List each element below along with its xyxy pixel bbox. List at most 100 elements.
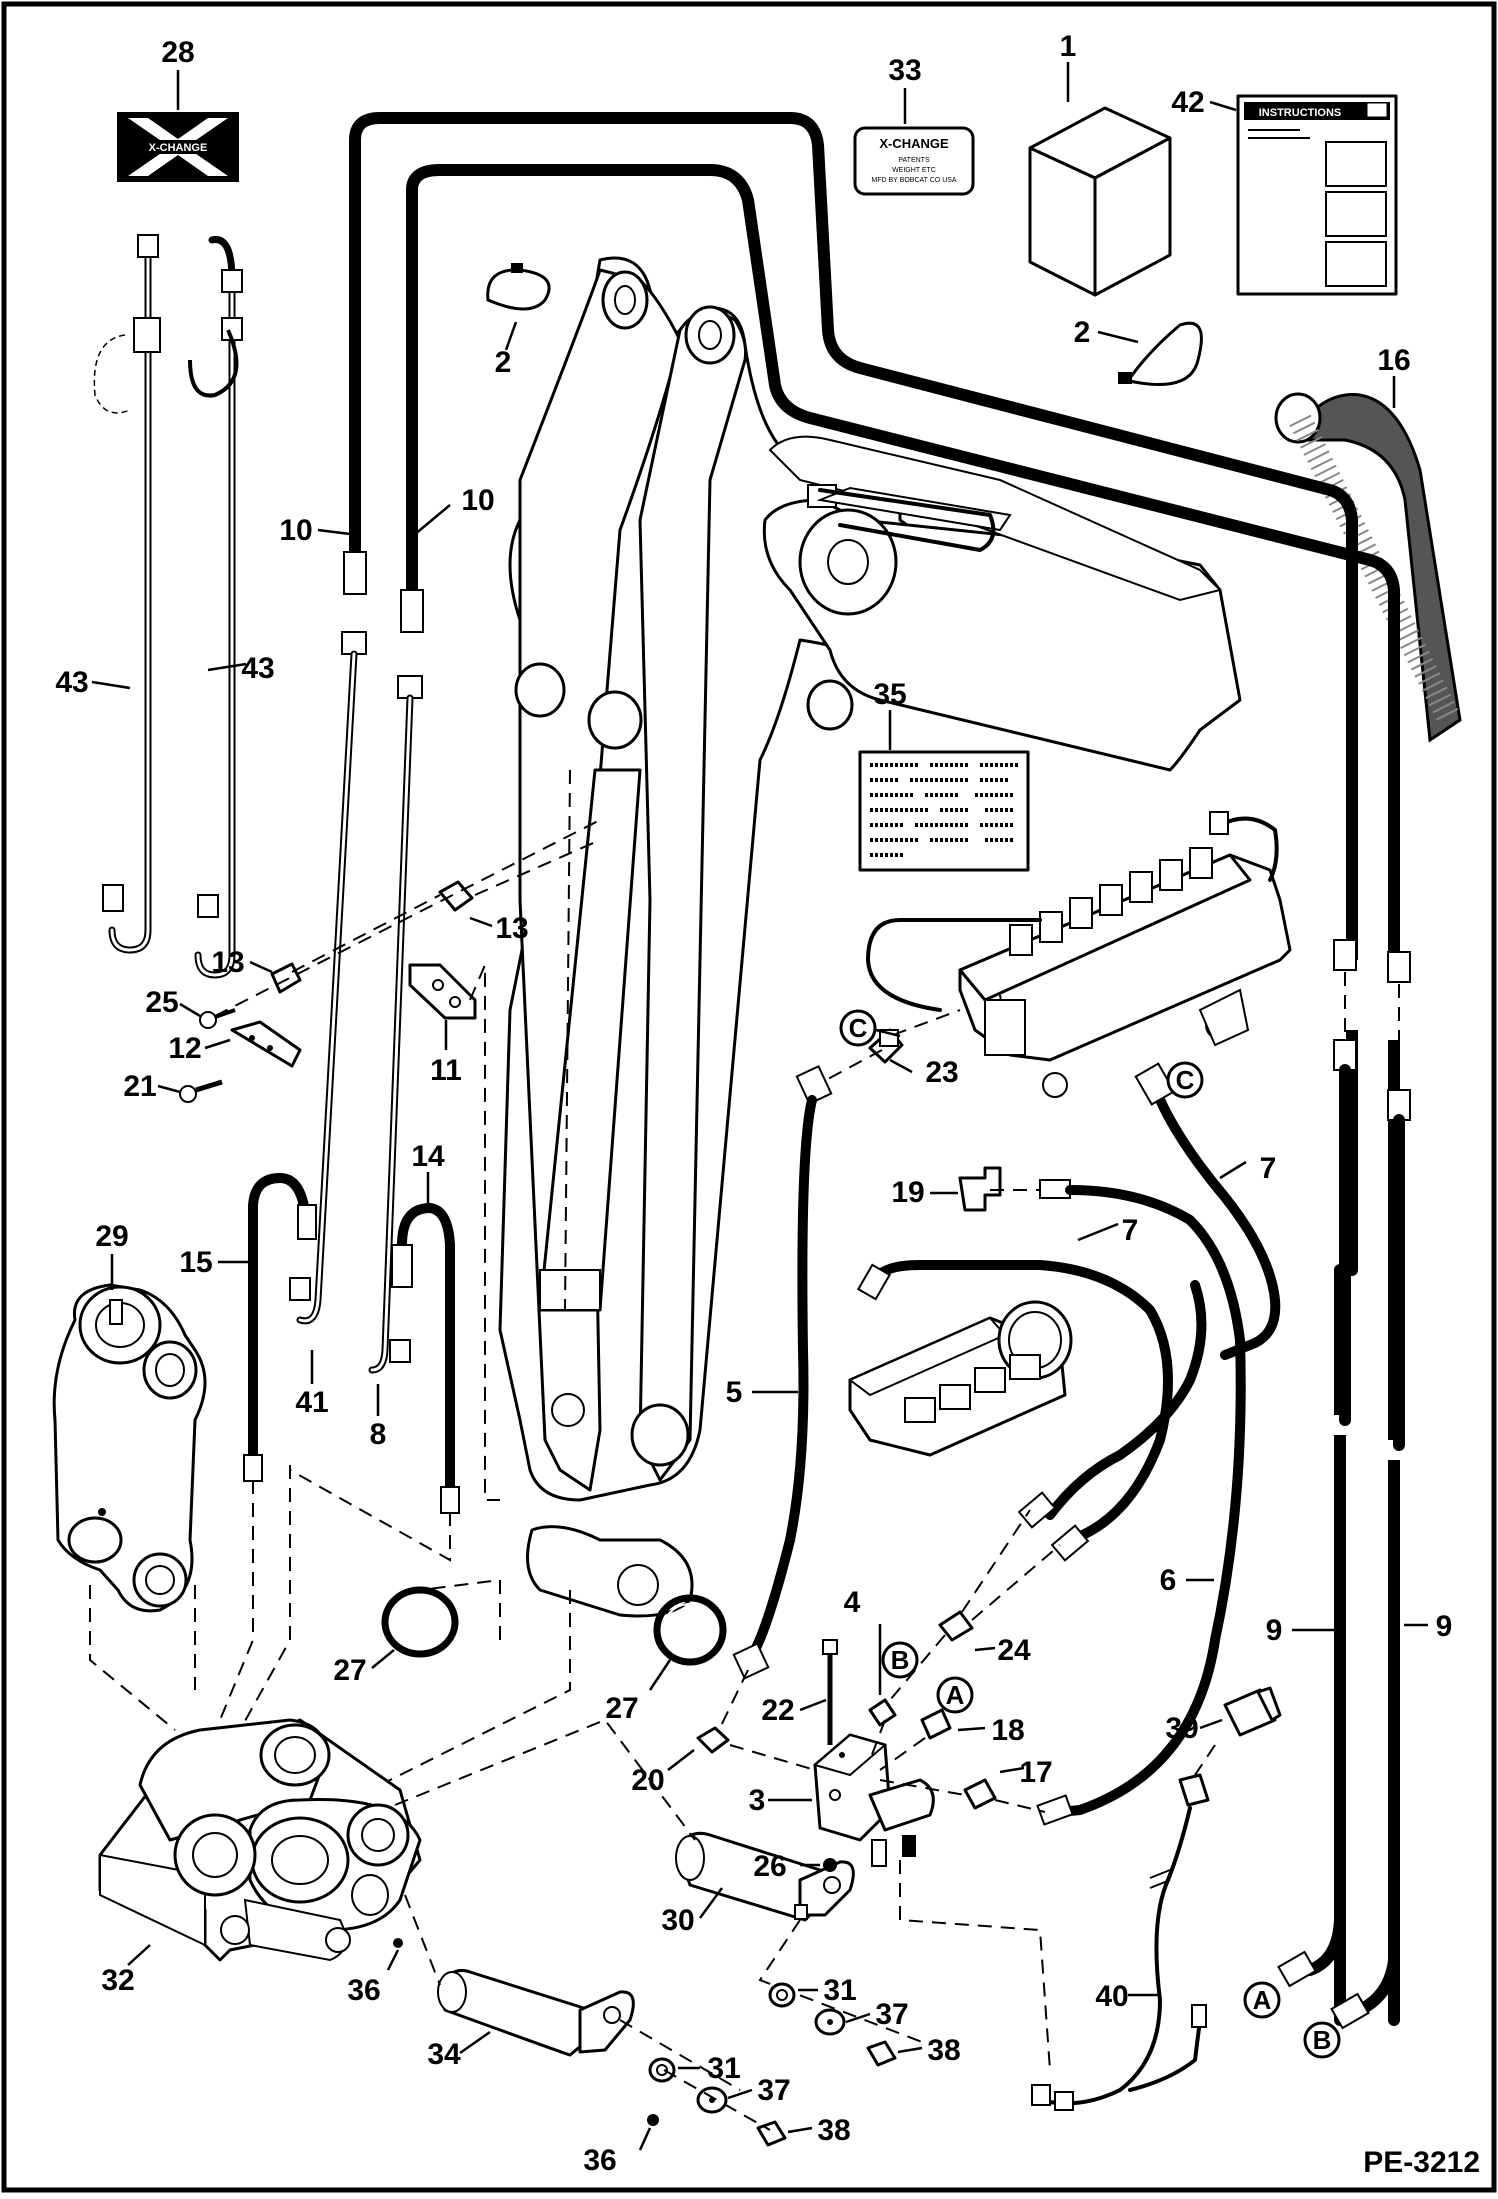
callout-5: 5 <box>726 1376 743 1409</box>
leader-10a <box>317 528 351 536</box>
leader-37b <box>727 2088 753 2100</box>
leader-43a <box>91 680 131 690</box>
decal-33-line-2: WEIGHT ETC <box>892 167 936 174</box>
fitting-24 <box>938 1610 974 1642</box>
fitting-5-lower <box>732 1642 770 1680</box>
leader-42 <box>1209 100 1237 112</box>
callout-28: 28 <box>161 36 194 69</box>
leader-24 <box>974 1646 996 1652</box>
dash-15-32 <box>219 1480 254 1721</box>
callout-20: 20 <box>631 1764 664 1797</box>
marker-b-block: B <box>881 1641 919 1679</box>
callout-40: 40 <box>1095 1980 1128 2013</box>
fitting-7-lower-b <box>1017 1491 1057 1529</box>
block-3 <box>812 1733 935 1842</box>
leader-36a <box>386 1949 400 1971</box>
bolt-38-lower <box>756 2120 787 2147</box>
dash-17 <box>879 1779 966 1796</box>
dash-4 <box>869 1719 886 1761</box>
callout-31b: 31 <box>707 2052 740 2085</box>
bushing-31-lower <box>648 2057 676 2083</box>
callout-2b: 2 <box>1074 316 1091 349</box>
control-valve <box>866 811 1292 1098</box>
sleeve-16 <box>1274 392 1462 743</box>
fitting-18 <box>920 1708 952 1740</box>
leader-18 <box>957 1726 986 1732</box>
svg-text:A: A <box>1253 1985 1272 2015</box>
callout-31a: 31 <box>823 1974 856 2007</box>
dash-30-b <box>758 1919 931 2046</box>
dash-41-32 <box>239 1465 291 1731</box>
callout-12: 12 <box>168 1032 201 1065</box>
hose-14 <box>391 1203 460 1514</box>
strap-2-a <box>486 263 551 311</box>
oring-27-left <box>381 1586 459 1658</box>
dash-18 <box>879 1737 926 1771</box>
svg-text:B: B <box>891 1645 910 1675</box>
leader-38b <box>787 2126 813 2134</box>
leader-43b <box>207 662 247 672</box>
dash-clamp-c <box>469 964 500 1501</box>
tee-19 <box>958 1166 1002 1212</box>
leader-7b <box>1077 1222 1119 1242</box>
arm-upper <box>762 435 1242 772</box>
callout-7a: 7 <box>1260 1152 1277 1185</box>
decal-33-line-1: PATENTS <box>898 157 930 164</box>
decal-33: X-CHANGE PATENTS WEIGHT ETC MFD BY BOBCA… <box>853 126 975 196</box>
hose-9-outer <box>349 112 1400 2026</box>
fitting-7-lower-a <box>856 1263 892 1301</box>
fitting-4 <box>868 1698 897 1727</box>
fitting-5-upper <box>795 1065 833 1105</box>
leader-23 <box>889 1058 913 1074</box>
callout-15: 15 <box>179 1246 212 1279</box>
svg-text:C: C <box>849 1013 868 1043</box>
callout-41: 41 <box>295 1386 328 1419</box>
hose-5 <box>750 1095 817 1655</box>
leader-7a <box>1219 1160 1247 1180</box>
washer-37-lower <box>696 2086 728 2114</box>
marker-b-hose: B <box>1303 2021 1341 2059</box>
leader-20 <box>667 1749 695 1771</box>
callout-16: 16 <box>1377 344 1410 377</box>
fitting-20 <box>696 1726 730 1754</box>
decal-33-title: X-CHANGE <box>879 136 949 151</box>
callout-38b: 38 <box>817 2114 850 2147</box>
decal-28-text: X-CHANGE <box>149 142 208 154</box>
callout-23: 23 <box>925 1056 958 1089</box>
leader-marker-c-upper <box>875 1028 901 1038</box>
clamp-11 <box>408 963 477 1020</box>
dash-5-20 <box>717 1669 749 1733</box>
leader-32 <box>127 1944 151 1966</box>
leader-27a <box>371 1649 395 1669</box>
nut-36-upper <box>393 1938 403 1948</box>
callout-37b: 37 <box>757 2074 790 2107</box>
fitting-7-lower-c <box>1050 1524 1090 1562</box>
valve-stem-b <box>902 1835 916 1857</box>
marker-a-hose: A <box>1243 1981 1281 2019</box>
callout-10b: 10 <box>461 484 494 517</box>
nut-26 <box>823 1858 837 1872</box>
dash-34-b <box>619 2019 741 2091</box>
callout-24: 24 <box>997 1634 1031 1667</box>
callout-21: 21 <box>123 1070 156 1103</box>
pin-34 <box>437 1969 635 2057</box>
callout-34: 34 <box>427 2038 461 2071</box>
nut-36-lower <box>647 2114 659 2126</box>
oring-27-right <box>653 1594 727 1666</box>
callout-37a: 37 <box>875 1998 908 2031</box>
leader-38a <box>897 2046 923 2054</box>
leader-27b <box>648 1659 672 1691</box>
fitting-9b-upper <box>1387 951 1411 983</box>
leader-13a <box>249 960 273 974</box>
callout-8: 8 <box>370 1418 387 1451</box>
pin-30 <box>675 1831 855 1922</box>
manifold-valve <box>848 1300 1073 1457</box>
callout-27b: 27 <box>605 1692 638 1725</box>
callout-36a: 36 <box>347 1974 380 2007</box>
dash-20 <box>729 1744 816 1771</box>
marker-c-lower: C <box>1166 1061 1204 1099</box>
tube-10-left <box>289 551 367 1325</box>
dash-34 <box>404 1894 441 1986</box>
dash-ring-27a <box>419 1578 501 1640</box>
